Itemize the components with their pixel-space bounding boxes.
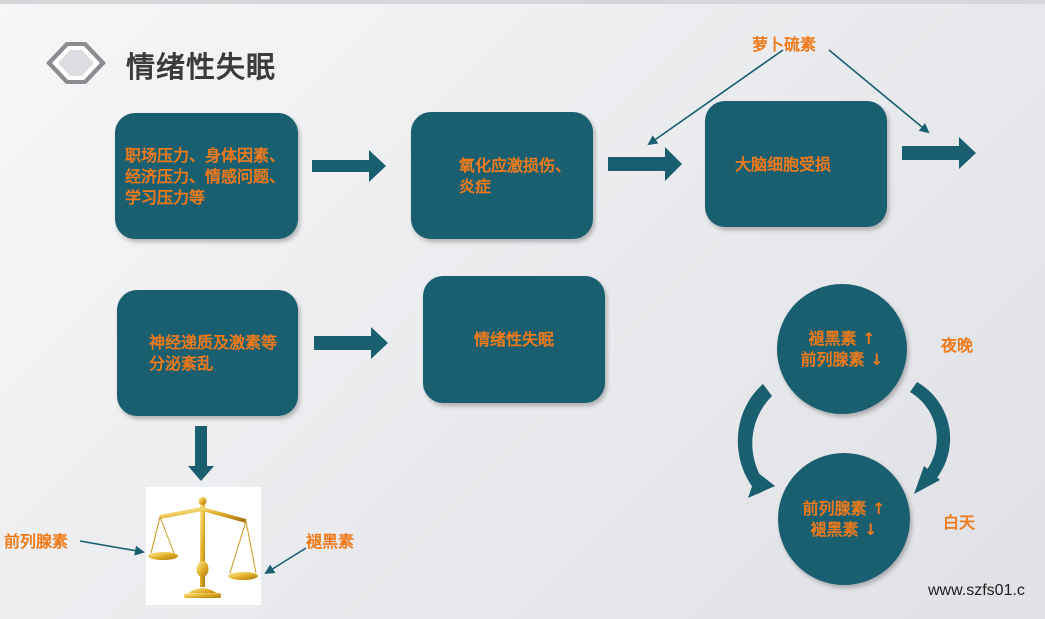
- balance-scale-image: [146, 487, 261, 605]
- block-arrow-3: [902, 137, 976, 169]
- label-sulforaphane: 萝卜硫素: [752, 35, 817, 54]
- balance-scale-icon: [148, 497, 258, 598]
- cycle-arrow-left-head: [748, 472, 775, 498]
- cycle-arrow-right: [910, 382, 951, 484]
- box-stress-text: 职场压力、身体因素、经济压力、情感问题、学习压力等: [125, 145, 286, 207]
- block-arrow-4: [314, 327, 388, 359]
- cycle-arrow-left: [737, 384, 772, 494]
- day-line-1: 前列腺素 ↑: [802, 499, 886, 518]
- title-diamond-icon: [46, 42, 106, 84]
- day-line-2: 褪黑素 ↓: [810, 520, 878, 539]
- night-line-2: 前列腺素 ↓: [800, 350, 884, 369]
- box-brain-text: 大脑细胞受损: [735, 154, 832, 174]
- box-brain-damage: 大脑细胞受损: [705, 101, 887, 227]
- label-day: 白天: [943, 513, 976, 532]
- cycle-arrow-right-head: [914, 466, 940, 494]
- block-arrow-2: [608, 147, 682, 181]
- box-oxidative-stress: 氧化应激损伤、炎症: [411, 112, 593, 239]
- night-line-1: 褪黑素 ↑: [808, 329, 876, 348]
- block-arrow-1: [312, 150, 386, 182]
- box-neurotransmitter: 神经递质及激素等分泌紊乱: [117, 290, 298, 416]
- prostaglandin-arrow: [79, 540, 145, 556]
- label-prostaglandin: 前列腺素: [4, 532, 69, 551]
- sulforaphane-arrow-left: [647, 49, 784, 146]
- box-neuro-text: 神经递质及激素等分泌紊乱: [149, 333, 278, 373]
- label-melatonin: 褪黑素: [306, 532, 355, 551]
- page-title: 情绪性失眠: [126, 50, 277, 84]
- circle-day: 前列腺素 ↑ 褪黑素 ↓: [778, 453, 910, 585]
- melatonin-arrow: [264, 547, 307, 575]
- box-insomnia-text: 情绪性失眠: [473, 330, 554, 349]
- block-arrow-down: [188, 426, 214, 481]
- circle-night: 褪黑素 ↑ 前列腺素 ↓: [777, 284, 907, 414]
- watermark-url: www.szfs01.c: [928, 582, 1025, 599]
- box-stress-factors: 职场压力、身体因素、经济压力、情感问题、学习压力等: [115, 113, 298, 239]
- box-insomnia: 情绪性失眠: [423, 276, 605, 403]
- label-night: 夜晚: [941, 336, 974, 355]
- box-oxidative-text: 氧化应激损伤、炎症: [459, 155, 572, 196]
- top-strip: [0, 0, 1045, 4]
- sulforaphane-arrow-right: [828, 49, 930, 134]
